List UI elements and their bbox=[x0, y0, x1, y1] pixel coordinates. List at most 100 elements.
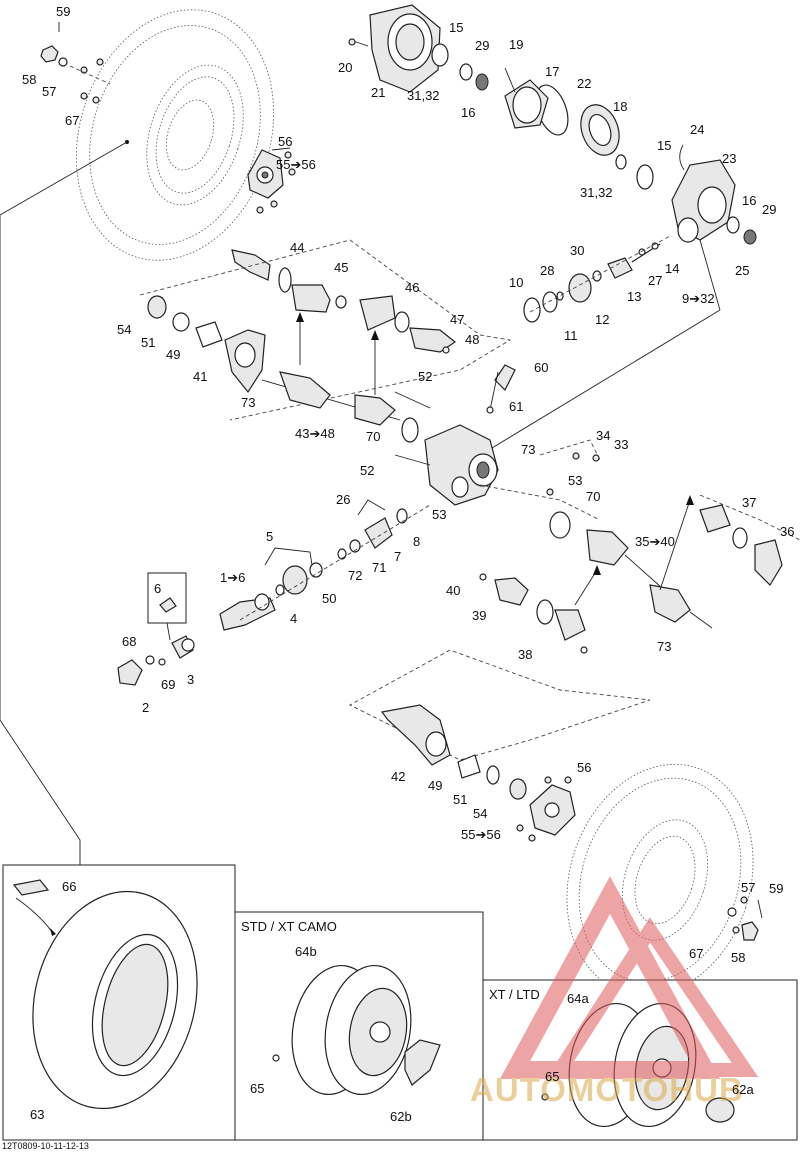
callout-17: 17 bbox=[545, 64, 559, 79]
callout-14: 14 bbox=[665, 261, 679, 276]
watermark-logo: AUTOMOTOHUB bbox=[470, 876, 759, 1108]
callout-9-32: 9➔32 bbox=[682, 291, 715, 306]
callout-16-b: 16 bbox=[742, 193, 756, 208]
callout-7: 7 bbox=[394, 549, 401, 564]
callout-49: 49 bbox=[166, 347, 180, 362]
callout-64a: 64a bbox=[567, 991, 589, 1006]
callout-19: 19 bbox=[509, 37, 523, 52]
callout-33: 33 bbox=[614, 437, 628, 452]
callout-23: 23 bbox=[722, 151, 736, 166]
callout-70-b: 70 bbox=[586, 489, 600, 504]
cv-joint-kit-upper bbox=[139, 239, 512, 421]
callout-56-b: 56 bbox=[577, 760, 591, 775]
callout-13: 13 bbox=[627, 289, 641, 304]
document-code: 12T0809-10-11-12-13 bbox=[2, 1141, 89, 1151]
drive-shaft-right bbox=[586, 494, 800, 629]
callout-54-b: 54 bbox=[473, 806, 487, 821]
differential-housing-top bbox=[348, 4, 441, 93]
knuckle-front-left bbox=[147, 295, 266, 394]
callout-59-b: 59 bbox=[769, 881, 783, 896]
callout-20: 20 bbox=[338, 60, 352, 75]
callout-67-b: 67 bbox=[689, 946, 703, 961]
callout-39: 39 bbox=[472, 608, 486, 623]
differential-main bbox=[394, 239, 721, 539]
callout-6: 6 bbox=[154, 581, 161, 596]
callout-69: 69 bbox=[161, 677, 175, 692]
callout-45: 45 bbox=[334, 260, 348, 275]
xt-wheel-box bbox=[482, 979, 798, 1141]
callout-41: 41 bbox=[193, 369, 207, 384]
callout-10: 10 bbox=[509, 275, 523, 290]
callout-65-b: 65 bbox=[545, 1069, 559, 1084]
callout-58: 58 bbox=[22, 72, 36, 87]
callout-59: 59 bbox=[56, 4, 70, 19]
u-joint-parts-2-3 bbox=[117, 622, 195, 686]
callout-73-b: 73 bbox=[521, 442, 535, 457]
small-box-6 bbox=[147, 572, 187, 624]
pinion-gear-stack bbox=[523, 235, 671, 323]
differential-cover-23 bbox=[671, 144, 757, 245]
callout-24: 24 bbox=[690, 122, 704, 137]
callout-56: 56 bbox=[278, 134, 292, 149]
callout-55-56: 55➔56 bbox=[276, 157, 316, 172]
callout-48: 48 bbox=[465, 332, 479, 347]
callout-15: 15 bbox=[449, 20, 463, 35]
callout-58-b: 58 bbox=[731, 950, 745, 965]
cv-kit-38-40 bbox=[479, 565, 601, 654]
callout-26: 26 bbox=[336, 492, 350, 507]
callout-65: 65 bbox=[250, 1081, 264, 1096]
callout-51-b: 51 bbox=[453, 792, 467, 807]
callout-21: 21 bbox=[371, 85, 385, 100]
watermark-text: AUTOMOTOHUB bbox=[470, 1071, 744, 1108]
front-right-wheel bbox=[566, 763, 763, 997]
callout-3: 3 bbox=[187, 672, 194, 687]
callout-51: 51 bbox=[141, 335, 155, 350]
drive-shaft-front-left bbox=[261, 312, 419, 443]
callout-labels: 59 58 57 67 56 55➔56 20 21 15 29 31,32 1… bbox=[22, 4, 794, 1124]
callout-53: 53 bbox=[568, 473, 582, 488]
callout-47: 47 bbox=[450, 312, 464, 327]
callout-62b: 62b bbox=[390, 1109, 412, 1124]
callout-44: 44 bbox=[290, 240, 304, 255]
callout-30: 30 bbox=[570, 243, 584, 258]
callout-55-56-b: 55➔56 bbox=[461, 827, 501, 842]
callout-27: 27 bbox=[648, 273, 662, 288]
callout-54: 54 bbox=[117, 322, 131, 337]
callout-5: 5 bbox=[266, 529, 273, 544]
wheel-hub-front-left bbox=[247, 147, 296, 214]
knuckle-rear-right bbox=[380, 704, 576, 842]
callout-25: 25 bbox=[735, 263, 749, 278]
callout-29: 29 bbox=[475, 38, 489, 53]
callout-53-b: 53 bbox=[432, 507, 446, 522]
callout-31-32-b: 31,32 bbox=[580, 185, 613, 200]
callout-1-6: 1➔6 bbox=[220, 570, 245, 585]
callout-29-b: 29 bbox=[762, 202, 776, 217]
callout-18: 18 bbox=[613, 99, 627, 114]
callout-43-48: 43➔48 bbox=[295, 426, 335, 441]
callout-16: 16 bbox=[461, 105, 475, 120]
callout-35-40: 35➔40 bbox=[635, 534, 675, 549]
callout-42: 42 bbox=[391, 769, 405, 784]
std-wheel-box bbox=[234, 911, 484, 1141]
callout-11: 11 bbox=[564, 328, 578, 343]
callout-31-32: 31,32 bbox=[407, 88, 440, 103]
callout-28: 28 bbox=[540, 263, 554, 278]
callout-4: 4 bbox=[290, 611, 297, 626]
callout-40: 40 bbox=[446, 583, 460, 598]
callout-62a: 62a bbox=[732, 1082, 754, 1097]
section-xt-title: XT / LTD bbox=[489, 987, 540, 1002]
callout-38: 38 bbox=[518, 647, 532, 662]
callout-72: 72 bbox=[348, 568, 362, 583]
callout-71: 71 bbox=[372, 560, 386, 575]
callout-46: 46 bbox=[405, 280, 419, 295]
callout-49-b: 49 bbox=[428, 778, 442, 793]
callout-64b: 64b bbox=[295, 944, 317, 959]
callout-12: 12 bbox=[595, 312, 609, 327]
callout-50: 50 bbox=[322, 591, 336, 606]
front-left-wheel bbox=[75, 9, 275, 261]
section-std-title: STD / XT CAMO bbox=[241, 919, 337, 934]
callout-36: 36 bbox=[780, 524, 794, 539]
callout-22: 22 bbox=[577, 76, 591, 91]
callout-57-b: 57 bbox=[741, 880, 755, 895]
